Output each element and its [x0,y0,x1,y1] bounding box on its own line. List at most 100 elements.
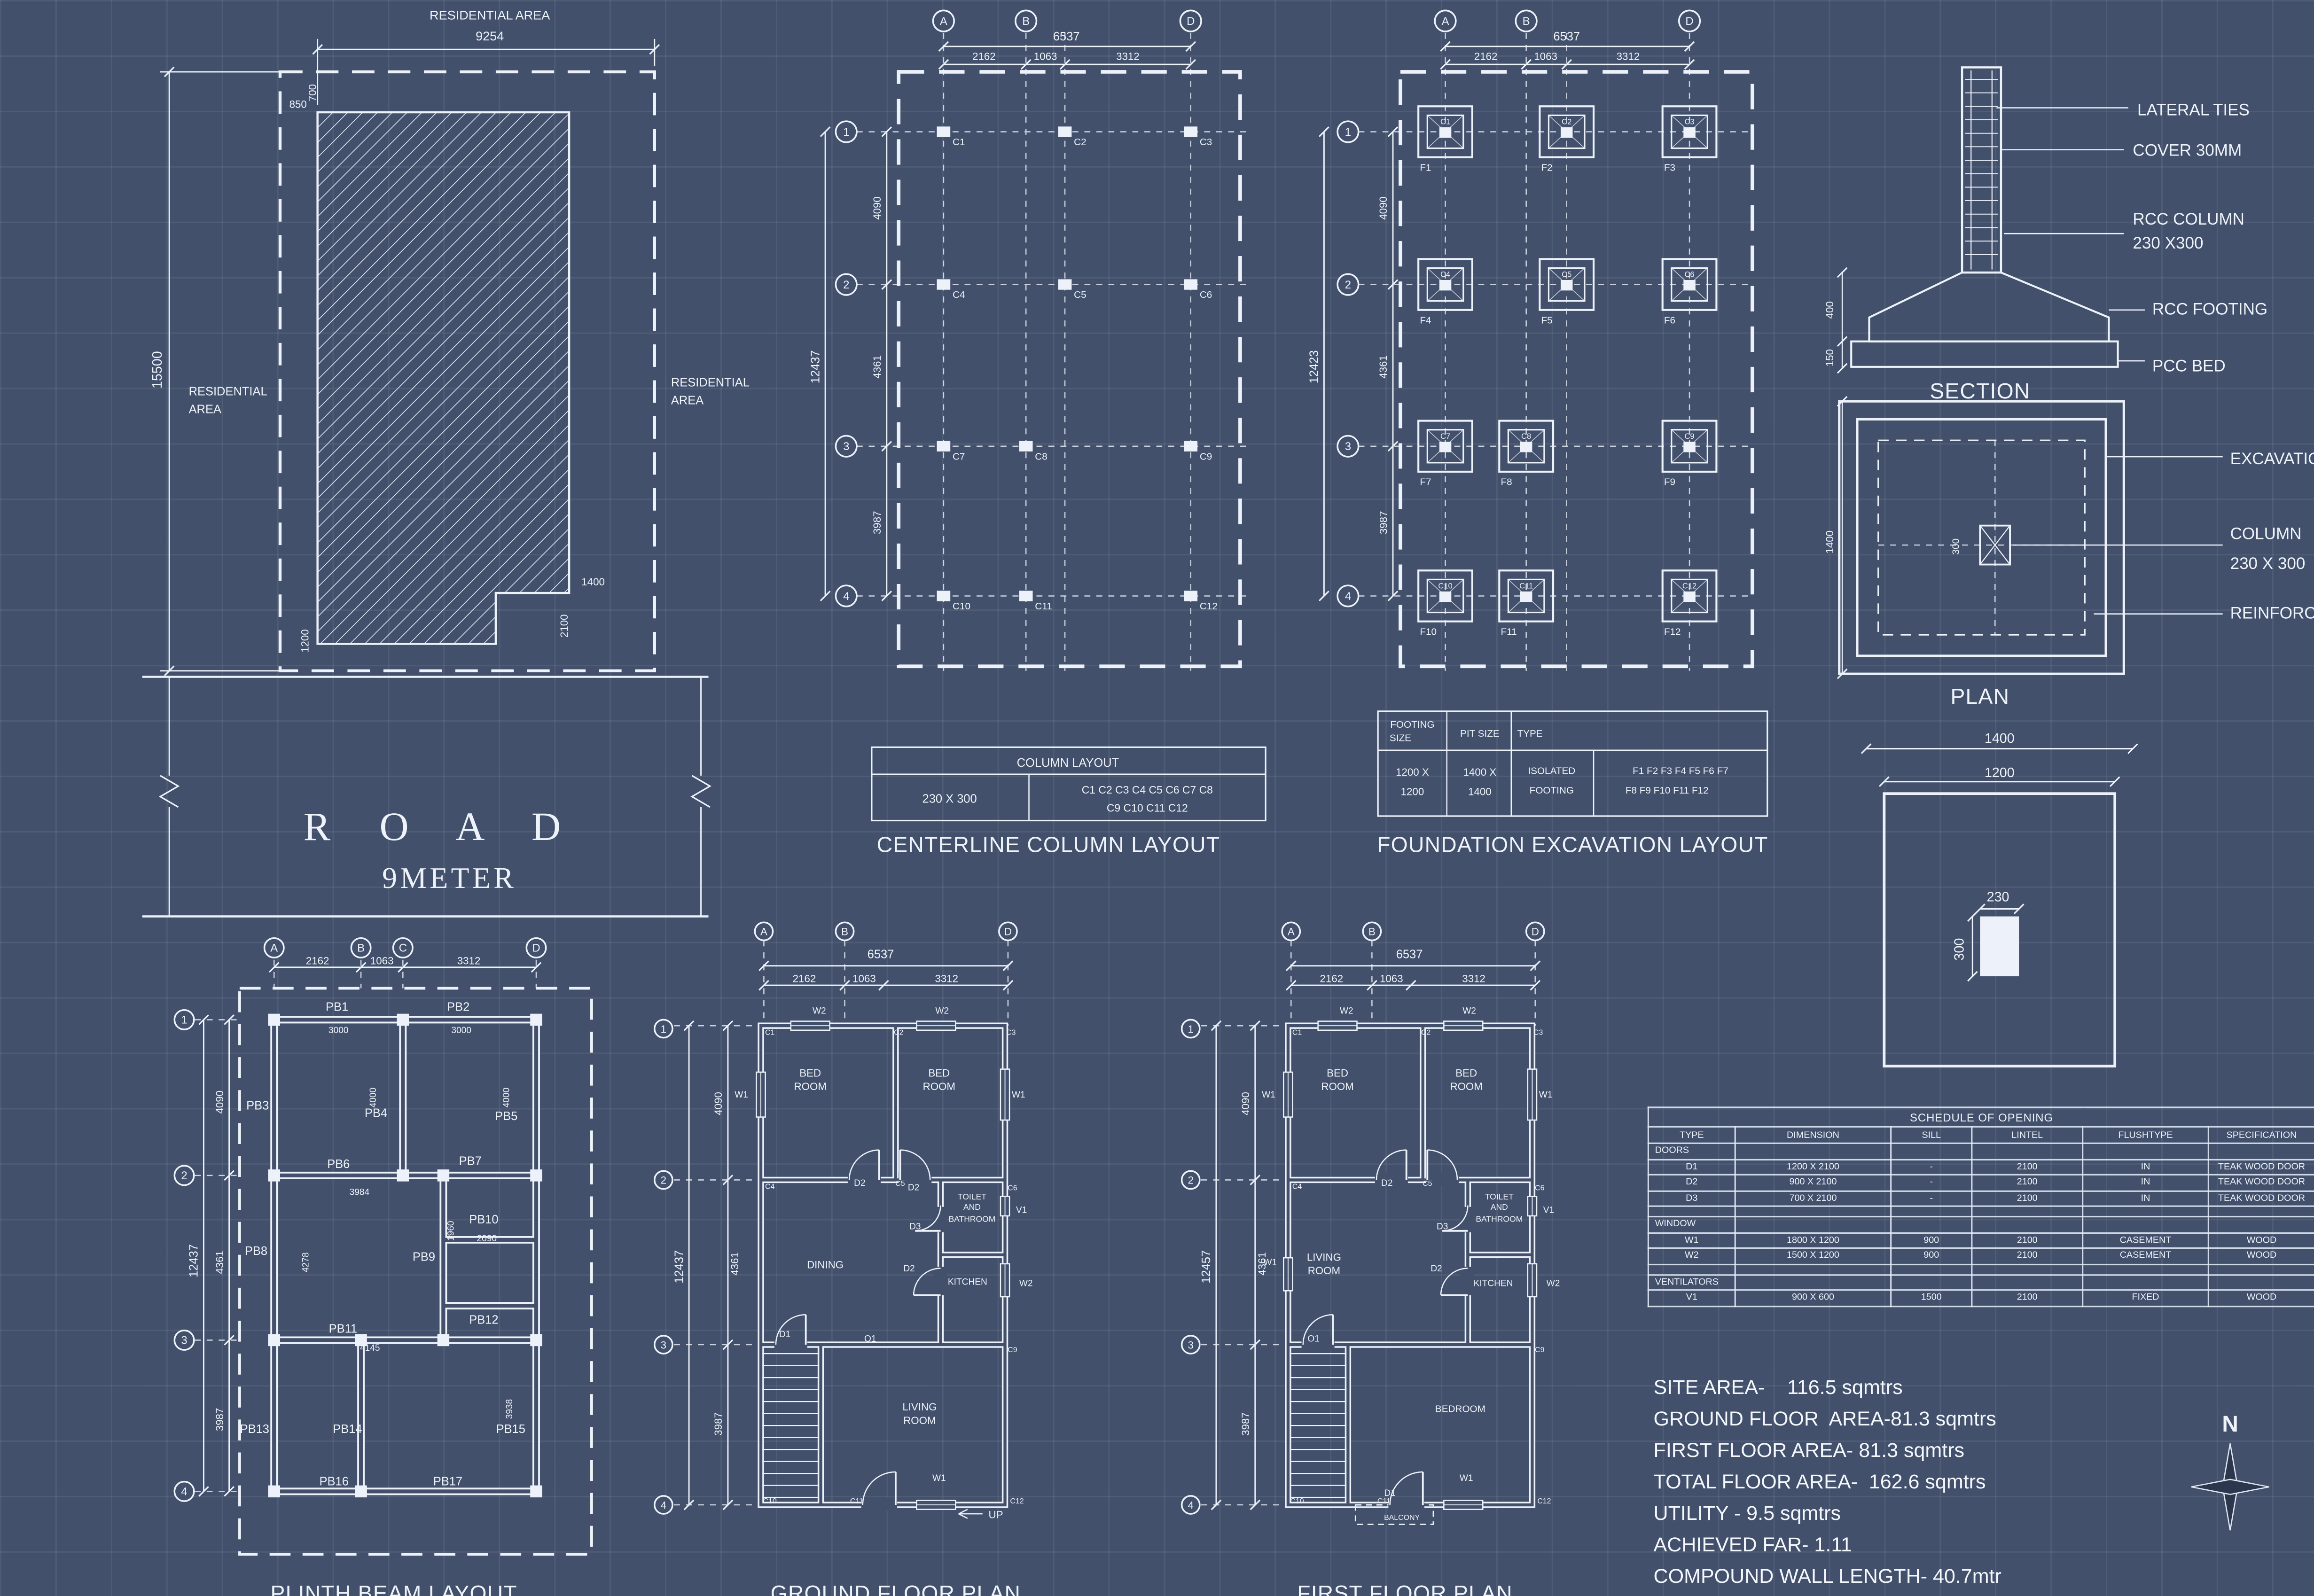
schedule-spacer-cell [1890,1263,1973,1275]
label-4361: 4361 [1256,1252,1268,1276]
grid-bubble-label-1: 1 [843,126,849,139]
ground-floor-plan: GROUND FLOOR PLAN [674,940,1021,1596]
type-value-2: FOOTING [1530,785,1574,796]
label-w1: W1 [932,1473,946,1483]
gf-openings-group [756,1020,1010,1511]
schedule-cell-label: - [1890,1190,1973,1207]
label-3987: 3987 [712,1412,724,1436]
grid-bubble-label-A: A [760,926,767,938]
ground-title: GROUND FLOOR PLAN [771,1581,1021,1596]
schedule-spacer-cell [1734,1263,1892,1275]
grid-bubble-2 [835,273,858,296]
section-detail: SECTION [1841,66,2145,403]
label-1960: 1960 [446,1221,456,1241]
pit-dashed-outline [1877,439,2086,636]
label-d3: D3 [909,1222,921,1232]
footing-label-F2: F2 [1541,162,1553,173]
footing-label-F1: F1 [1420,162,1431,173]
label-w2: W2 [1462,1006,1476,1016]
centerline-dim-lines [824,46,1191,596]
foundation-grid [1358,33,1752,671]
label-c4: C4 [1292,1183,1302,1191]
label-4090: 4090 [1377,196,1389,220]
label-w2: W2 [1547,1279,1560,1289]
label-bed: BED [1327,1067,1348,1079]
schedule-empty-cell [1890,1215,1973,1233]
label-2162: 2162 [793,973,816,985]
grid-bubble-B [1015,9,1038,32]
label-1063: 1063 [1534,50,1557,62]
type-value-1: ISOLATED [1528,766,1575,777]
column-table-list2: C9 C10 C11 C12 [1107,802,1188,814]
label-c12: C12 [1537,1497,1551,1505]
label-4000: 4000 [502,1088,512,1108]
grid-bubble-B [1515,9,1538,32]
column-label-C2: C2 [1074,137,1086,148]
label-bedroom: BEDROOM [1435,1403,1485,1414]
grid-bubble-B [350,937,372,958]
centerline-title: CENTERLINE COLUMN LAYOUT [877,832,1220,856]
grid-bubble-label-D: D [532,942,540,955]
grid-bubble-A [932,9,955,32]
footing-table: FOOTING SIZE PIT SIZE TYPE 1200 X 1200 1… [1377,710,1768,817]
gf-up-arrow [958,1509,983,1519]
foundation-excavation-layout: FOUNDATION EXCAVATION LAYOUT FOOTING SIZ… [1323,33,1768,856]
label-w1: W1 [1012,1090,1025,1100]
column-label-C12: C12 [1200,601,1218,612]
label-300: 300 [1951,538,1962,555]
label-w2: W2 [1019,1279,1033,1289]
plinth-grid-connectors [195,959,537,1492]
label-4361: 4361 [729,1252,741,1276]
break-marks [158,775,711,808]
label-dining: DINING [807,1259,844,1270]
footing-table-border [1377,710,1768,817]
label-c2: C2 [1421,1028,1431,1036]
label-d2: D2 [1431,1264,1442,1274]
label-pb7: PB7 [459,1155,482,1168]
label-pb17: PB17 [433,1475,462,1488]
site-info-line: TOTAL FLOOR AREA- 162.6 sqmtrs [1653,1470,1986,1493]
first-floor-plan: FIRST FLOOR PLAN [1201,940,1538,1596]
footing-label-F12: F12 [1664,626,1681,637]
label-w2: W2 [1340,1006,1353,1016]
schedule-cell-2100: 2100 [1971,1158,2084,1176]
schedule-empty-cell [1890,1142,1973,1160]
schedule-spacer-cell [1647,1205,1736,1218]
label-area: AREA [671,394,704,407]
label-1400: 1400 [1985,731,2015,746]
column-C3 [1184,126,1198,137]
label-living: LIVING [902,1401,937,1413]
column-C9 [1184,441,1198,452]
schedule-cell-casement: CASEMENT [2082,1231,2209,1249]
pit-column-block [1980,916,2019,976]
label-pb16: PB16 [320,1475,349,1488]
column-table-grid [871,773,1266,821]
grid-bubble-label-3: 3 [181,1334,187,1347]
footing-label-F11: F11 [1501,626,1517,637]
grid-bubble-A [1281,921,1301,942]
label-1200: 1200 [299,629,311,653]
label-9254: 9254 [476,29,504,43]
site-labels: RESIDENTIAL AREA925485070015500RESIDENTI… [150,8,750,652]
rcc-column [1961,66,2002,274]
label-4090: 4090 [1240,1092,1251,1115]
section-title: SECTION [1930,379,2030,403]
label-pb15: PB15 [496,1423,525,1436]
plan-leader-lines [1841,401,2223,674]
label-pb5: PB5 [495,1110,517,1123]
label-d2: D2 [854,1178,865,1188]
schedule-cell-in: IN [2082,1158,2209,1176]
plinth-column-block [268,1169,280,1182]
door-gap [1375,1172,1408,1186]
schedule-empty-cell [1734,1273,1892,1291]
schedule-header-sill: SILL [1890,1126,1973,1144]
label-v1: V1 [1543,1206,1554,1215]
label-room: ROOM [1308,1265,1340,1277]
